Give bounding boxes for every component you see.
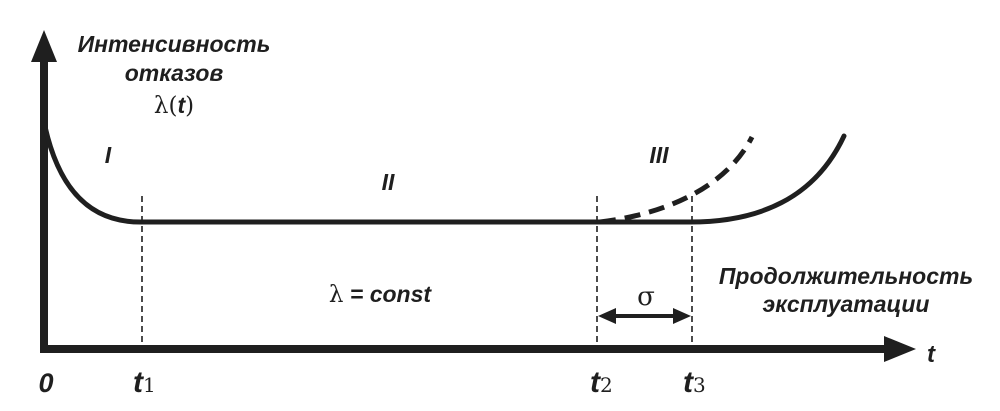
- y-axis-label-line2: отказов: [125, 60, 224, 86]
- sigma-symbol: σ: [637, 282, 655, 312]
- y-axis-label-line1: Интенсивность: [78, 31, 271, 57]
- region-label-3: III: [649, 142, 669, 168]
- y-axis-symbol: λ(t): [154, 92, 194, 119]
- x-axis-label-line1: Продолжительность: [719, 263, 973, 289]
- y-axis-arrowhead: [31, 30, 57, 62]
- region-label-1: I: [105, 142, 112, 168]
- x-axis-arrowhead: [884, 336, 916, 362]
- constant-rate-formula: λ = const: [329, 281, 432, 308]
- origin-label: 0: [38, 368, 53, 398]
- accelerated-wear-curve-dashed: [599, 135, 755, 225]
- region-label-2: II: [382, 169, 395, 195]
- x-axis-variable: t: [927, 341, 936, 368]
- tick-label-t3: t3: [683, 366, 706, 399]
- tick-label-t1: t1: [133, 366, 156, 399]
- tick-label-t2: t2: [590, 366, 613, 399]
- sigma-arrowhead-left: [598, 308, 616, 324]
- x-axis-label-line2: эксплуатации: [763, 291, 930, 317]
- failure-rate-curve: [41, 119, 847, 225]
- sigma-arrowhead-right: [673, 308, 691, 324]
